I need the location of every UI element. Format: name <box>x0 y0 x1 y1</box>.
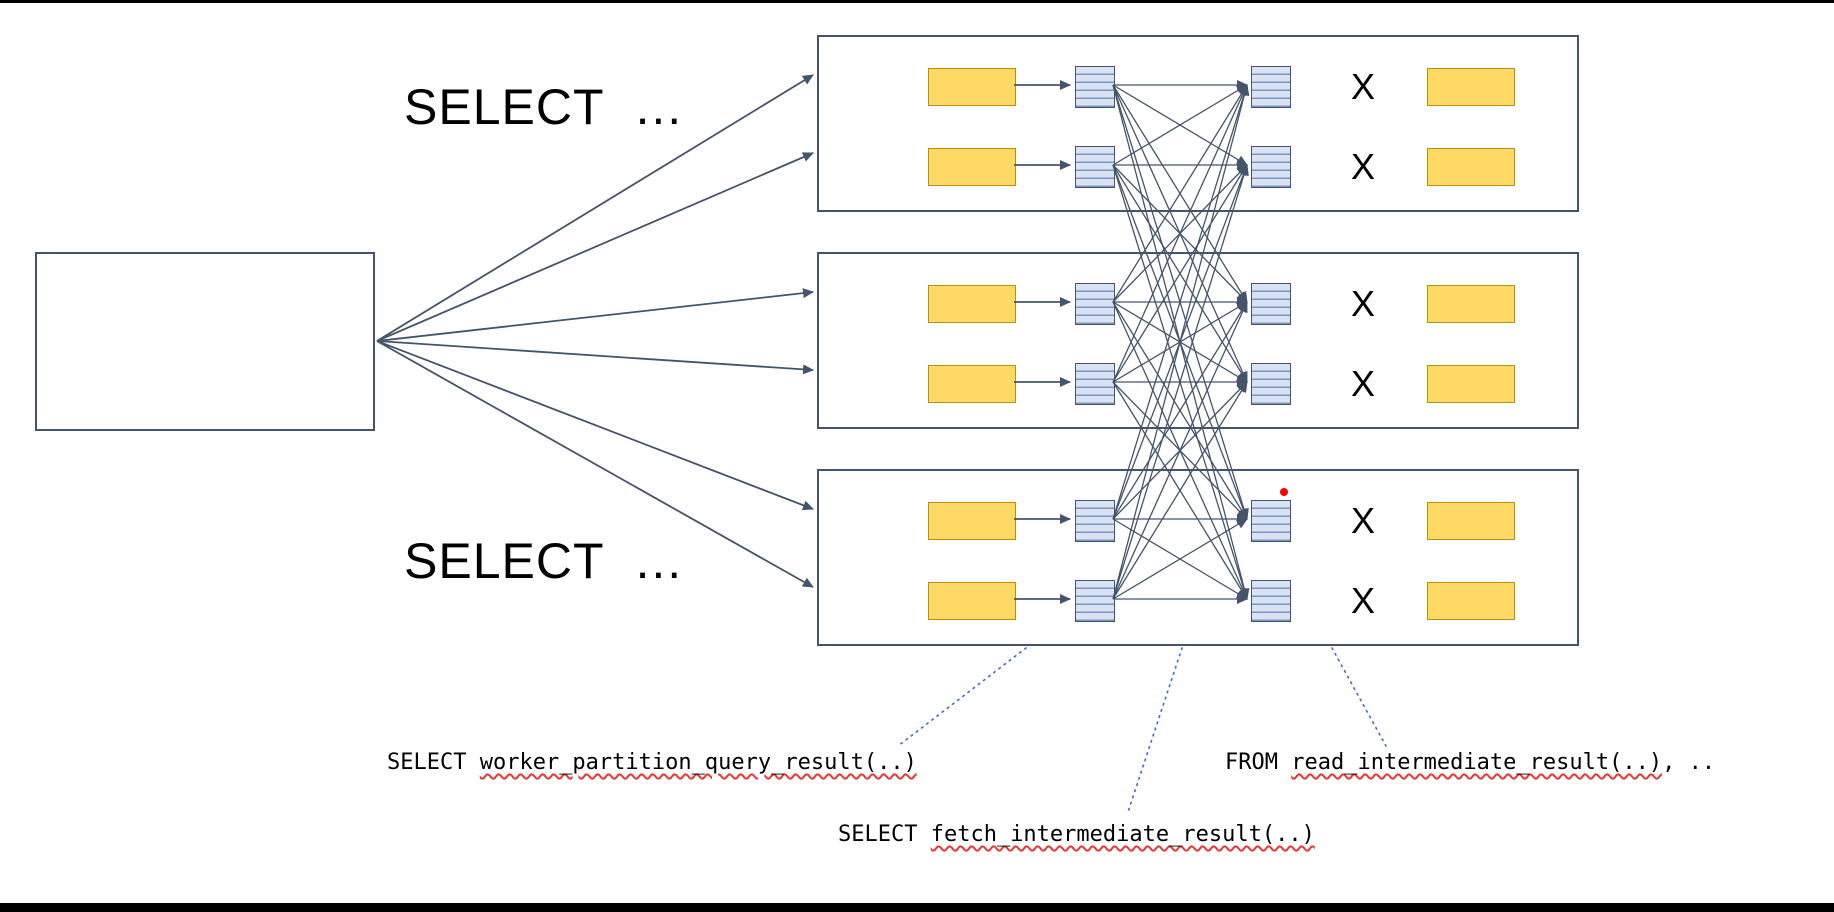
partitioned-result-box <box>1075 580 1115 622</box>
select-query-label-top: SELECT … <box>404 79 685 135</box>
target-shard-table <box>1427 285 1515 323</box>
source-shard-table <box>928 502 1016 540</box>
annotation-keyword: SELECT <box>387 750 480 775</box>
x-mark-label: X <box>1350 283 1375 324</box>
annotation-function-name: fetch_intermediate_result(..) <box>930 822 1315 847</box>
target-shard-table <box>1427 502 1515 540</box>
fetched-result-box <box>1251 580 1291 622</box>
partitioned-result-box <box>1075 363 1115 405</box>
partitioned-result-box <box>1075 283 1115 325</box>
worker-node-3: X X <box>817 469 1579 646</box>
source-shard-table <box>928 365 1016 403</box>
annotation-keyword: SELECT <box>838 822 931 847</box>
worker-node-2: X X <box>817 252 1579 429</box>
target-shard-table <box>1427 365 1515 403</box>
x-mark-label: X <box>1350 363 1375 404</box>
source-shard-table <box>928 68 1016 106</box>
partitioned-result-box <box>1075 66 1115 108</box>
coordinator-box <box>35 252 375 431</box>
annotation-fetch-intermediate: SELECT fetch_intermediate_result(..) <box>838 822 1315 847</box>
fetched-result-box <box>1251 283 1291 325</box>
source-shard-table <box>928 285 1016 323</box>
target-shard-table <box>1427 148 1515 186</box>
source-shard-table <box>928 582 1016 620</box>
source-shard-table <box>928 148 1016 186</box>
top-border <box>0 0 1834 3</box>
annotation-function-name: worker_partition_query_result(..) <box>479 750 917 775</box>
fetched-result-box <box>1251 66 1291 108</box>
x-mark-label: X <box>1350 146 1375 187</box>
target-shard-table <box>1427 582 1515 620</box>
annotation-read-intermediate: FROM read_intermediate_result(..), .. <box>1225 750 1715 775</box>
bottom-border <box>0 903 1834 912</box>
partitioned-result-box <box>1075 146 1115 188</box>
select-query-label-bottom: SELECT … <box>404 533 685 589</box>
target-shard-table <box>1427 68 1515 106</box>
x-mark-label: X <box>1350 66 1375 107</box>
fetched-result-box <box>1251 363 1291 405</box>
worker-node-1: X X <box>817 35 1579 212</box>
fetched-result-box <box>1251 500 1291 542</box>
partitioned-result-box <box>1075 500 1115 542</box>
annotation-keyword: FROM <box>1225 750 1292 775</box>
annotation-tail: , .. <box>1662 750 1716 775</box>
x-mark-label: X <box>1350 580 1375 621</box>
annotation-function-name: read_intermediate_result(..) <box>1291 750 1663 775</box>
x-mark-label: X <box>1350 500 1375 541</box>
fetched-result-box <box>1251 146 1291 188</box>
annotation-partition-query: SELECT worker_partition_query_result(..) <box>387 750 917 775</box>
red-dot-marker <box>1280 488 1288 496</box>
